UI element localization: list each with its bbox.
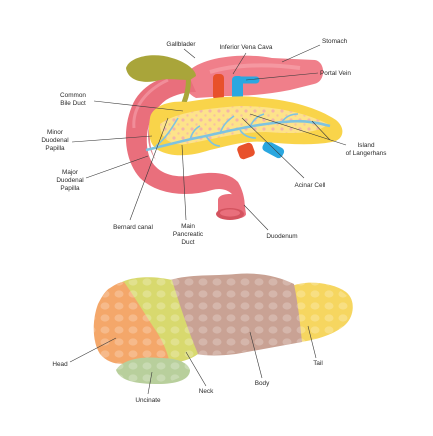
label-major-papilla-1: Major xyxy=(62,169,79,176)
label-common-bile-duct-2: Bile Duct xyxy=(60,100,86,107)
label-inferior-vena-cava: Inferior Vena Cava xyxy=(220,44,273,51)
top-pancreas-diagram: Gallblader Inferior Vena Cava Stomach Po… xyxy=(41,38,386,246)
label-minor-papilla-2: Duodenal xyxy=(41,137,68,144)
label-major-papilla-2: Duodenal xyxy=(56,177,83,184)
label-major-papilla-3: Papilla xyxy=(60,185,80,192)
label-tail: Tail xyxy=(313,360,323,367)
label-minor-papilla-1: Minor xyxy=(47,129,64,136)
main-pancreatic-duct xyxy=(145,119,331,152)
label-minor-papilla-3: Papilla xyxy=(45,145,65,152)
label-stomach: Stomach xyxy=(322,38,348,45)
label-main-duct-2: Pancreatic xyxy=(173,231,204,238)
label-gallbladder: Gallblader xyxy=(166,41,196,48)
label-acinar-cell: Acinar Cell xyxy=(295,182,326,189)
label-common-bile-duct-1: Common xyxy=(60,92,86,99)
inferior-vena-cava xyxy=(213,74,224,100)
label-duodenum: Duodenum xyxy=(266,233,297,240)
label-portal-vein: Portal Vein xyxy=(320,70,351,77)
label-neck: Neck xyxy=(199,388,214,395)
label-uncinate: Uncinate xyxy=(135,397,161,404)
label-main-duct-3: Duct xyxy=(181,239,194,246)
label-main-duct-1: Main xyxy=(181,223,195,230)
label-body: Body xyxy=(255,380,270,387)
label-bernard-canal: Bernard canal xyxy=(113,224,153,231)
label-head: Head xyxy=(52,361,68,368)
label-island-2: of Langerhans xyxy=(346,150,387,157)
gallbladder xyxy=(126,55,196,82)
bottom-pancreas-regions: Head Uncinate Neck Body Tail xyxy=(52,273,355,404)
label-island-1: Island xyxy=(357,142,374,149)
ivc-lower xyxy=(237,142,255,160)
